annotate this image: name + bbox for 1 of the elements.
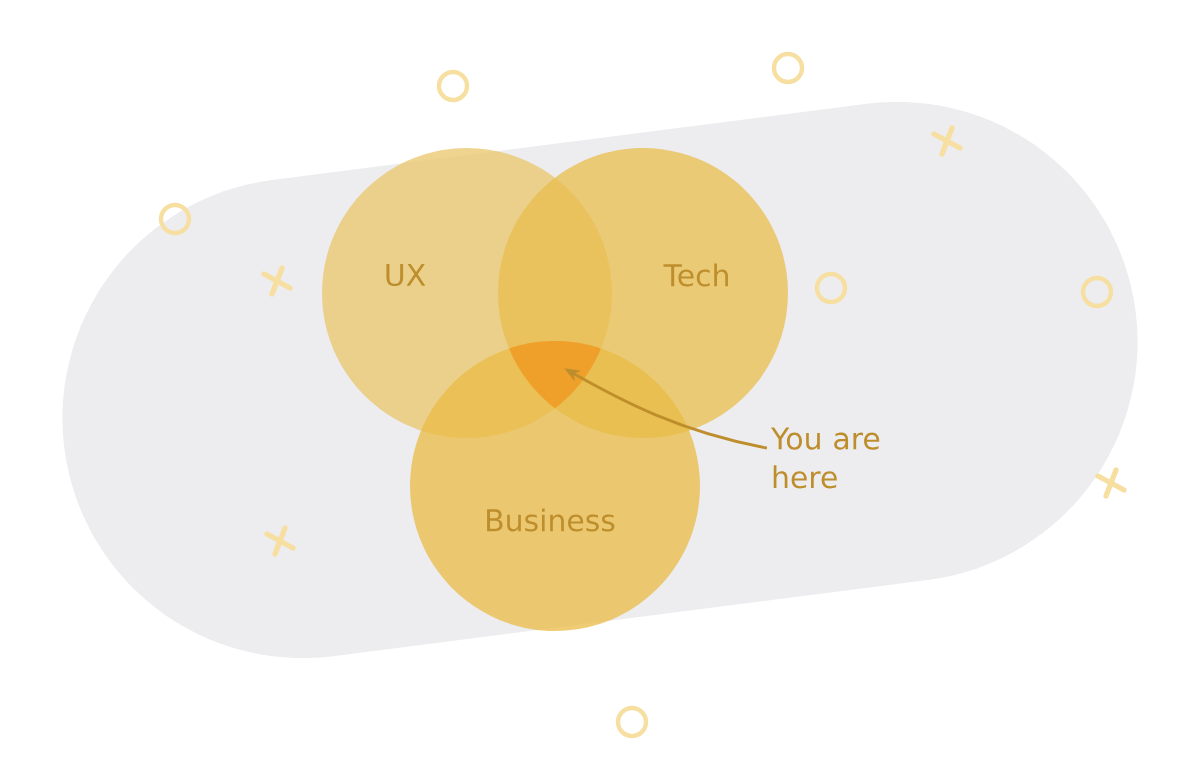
overlap-region <box>509 341 601 409</box>
